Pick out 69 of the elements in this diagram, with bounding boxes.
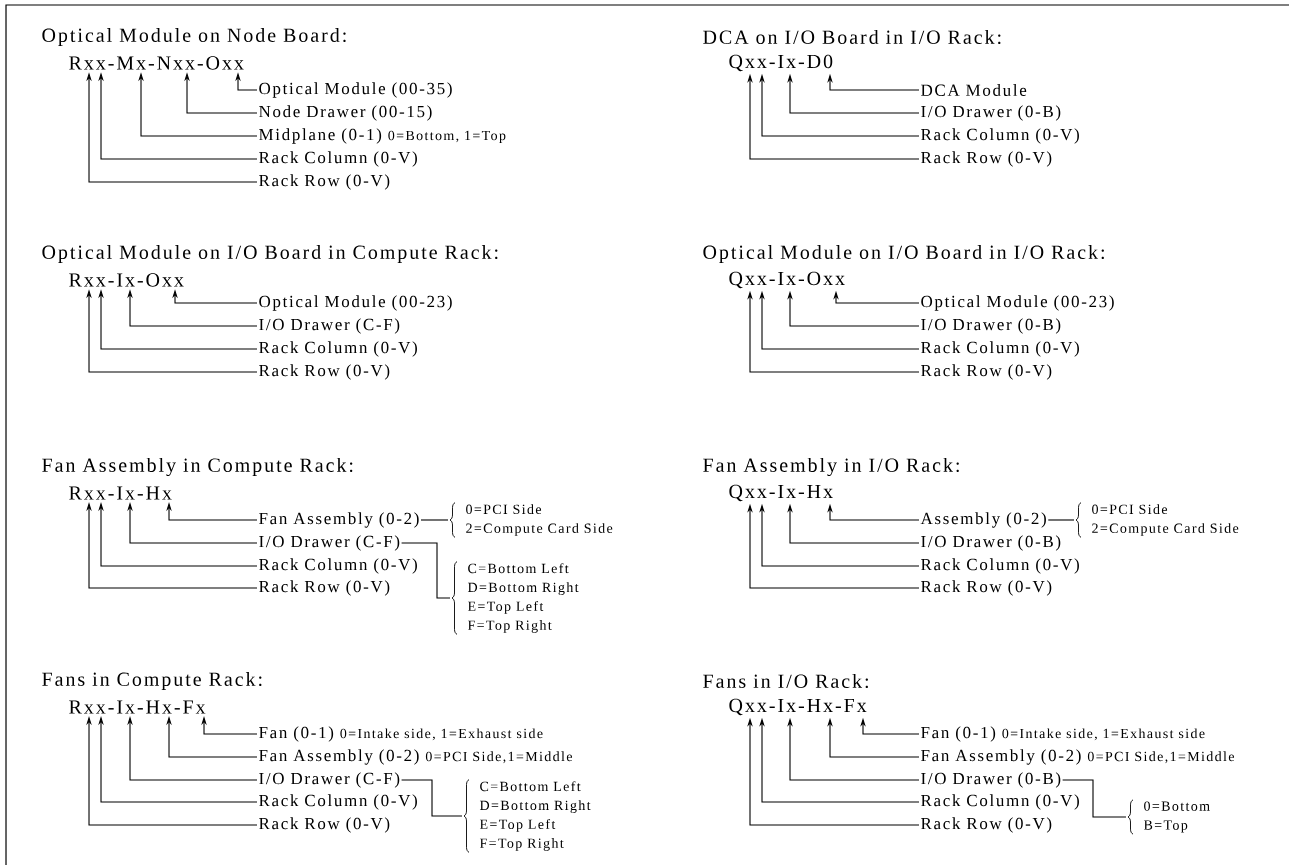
field-description: I/O Drawer (C-F) <box>259 772 400 788</box>
panel-title: Fans in I/O Rack: <box>703 673 868 689</box>
location-code: Rxx-Mx-Nxx-Oxx <box>69 56 244 70</box>
location-code: Qxx-Ix-Oxx <box>729 271 845 289</box>
value-list: 0=Bottom B=Top <box>1143 801 1210 833</box>
field-description: I/O Drawer (0-B) <box>921 772 1061 788</box>
field-description: Optical Module (00-23) <box>921 295 1114 311</box>
field-description: Assembly (0-2) <box>920 512 1046 528</box>
node-label: C=Bottom Left <box>480 781 581 792</box>
field-description: DCA Module <box>921 84 1027 96</box>
value-list: C=Bottom Left D=Bottom Right E=Top Left F=Top Right <box>467 563 579 633</box>
field-description: Rack Column (0-V) <box>921 341 1079 357</box>
node-label: C=Bottom Left <box>468 563 569 574</box>
field-description: Fan Assembly (0-2) <box>259 512 419 528</box>
connector-line <box>1047 519 1075 521</box>
panel-title: Optical Module on I/O Board in I/O Rack: <box>703 244 1104 263</box>
connector-line <box>1062 779 1127 818</box>
field-description: Rack Row (0-V) <box>921 151 1052 167</box>
field-description: I/O Drawer (0-B) <box>921 105 1061 121</box>
connector-line <box>420 519 449 521</box>
node-label: E=Top Left <box>467 601 544 614</box>
field-description: Fan Assembly (0-2) 0=PCI Side,1=Middle <box>921 749 1234 765</box>
field-description: Rack Row (0-V) <box>921 364 1052 380</box>
field-description: I/O Drawer (C-F) <box>259 535 400 551</box>
field-description: Rack Row (0-V) <box>259 174 390 190</box>
field-description: Rack Row (0-V) <box>259 817 390 833</box>
value-list: 0=PCI Side 2=Compute Card Side <box>1092 504 1239 536</box>
field-description: Rack Column (0-V) <box>259 794 417 810</box>
field-description: Fan (0-1) 0=Intake side, 1=Exhaust side <box>921 726 1205 742</box>
field-description: Rack Column (0-V) <box>921 794 1079 810</box>
field-description: Rack Column (0-V) <box>259 341 417 357</box>
value-list: 0=PCI Side 2=Compute Card Side <box>466 504 613 536</box>
field-description: Midplane (0-1) 0=Bottom, 1=Top <box>259 128 506 144</box>
field-description: Rack Row (0-V) <box>921 817 1052 833</box>
connector-line <box>401 779 463 817</box>
field-description: I/O Drawer (0-B) <box>921 535 1061 551</box>
node-label: E=Top Left <box>479 819 556 832</box>
location-code: Rxx-Ix-Hx <box>69 486 172 500</box>
node-label: F=Top Right <box>467 620 552 633</box>
field-description: Rack Column (0-V) <box>921 128 1079 144</box>
panel-title: Optical Module on I/O Board in Compute Rack: <box>42 244 498 263</box>
location-code: Qxx-Ix-D0 <box>729 54 833 72</box>
connector-line <box>401 542 451 599</box>
field-description: I/O Drawer (0-B) <box>921 318 1061 334</box>
panel-title: DCA on I/O Board in I/O Rack: <box>703 29 1001 45</box>
field-description: Optical Module (00-35) <box>259 82 452 98</box>
field-description: Rack Row (0-V) <box>259 580 390 596</box>
field-description: I/O Drawer (C-F) <box>259 318 400 334</box>
location-code: Rxx-Ix-Oxx <box>69 273 184 287</box>
field-description: Rack Column (0-V) <box>259 151 417 167</box>
panel-title: Fan Assembly in I/O Rack: <box>703 457 959 477</box>
field-description: Node Drawer (00-15) <box>259 105 432 121</box>
location-code: Qxx-Ix-Hx-Fx <box>729 698 867 716</box>
field-description: Rack Row (0-V) <box>921 580 1052 596</box>
panel-title: Fan Assembly in Compute Rack: <box>42 457 353 477</box>
field-description: Rack Row (0-V) <box>259 364 390 380</box>
panel-title: Optical Module on Node Board: <box>42 27 346 47</box>
field-description: Rack Column (0-V) <box>921 558 1079 574</box>
panel-title: Fans in Compute Rack: <box>42 671 262 690</box>
field-description: Rack Column (0-V) <box>259 558 417 574</box>
value-list: C=Bottom Left D=Bottom Right E=Top Left F=Top Right <box>479 781 591 851</box>
node-label: F=Top Right <box>479 838 564 851</box>
node-label: D=Bottom Right <box>467 582 579 595</box>
node-label: D=Bottom Right <box>479 800 591 813</box>
location-code: Rxx-Ix-Hx-Fx <box>69 700 206 714</box>
location-code: Qxx-Ix-Hx <box>729 484 833 502</box>
field-description: Fan (0-1) 0=Intake side, 1=Exhaust side <box>259 726 543 742</box>
field-description: Optical Module (00-23) <box>259 295 452 311</box>
field-description: Fan Assembly (0-2) 0=PCI Side,1=Middle <box>259 749 572 765</box>
